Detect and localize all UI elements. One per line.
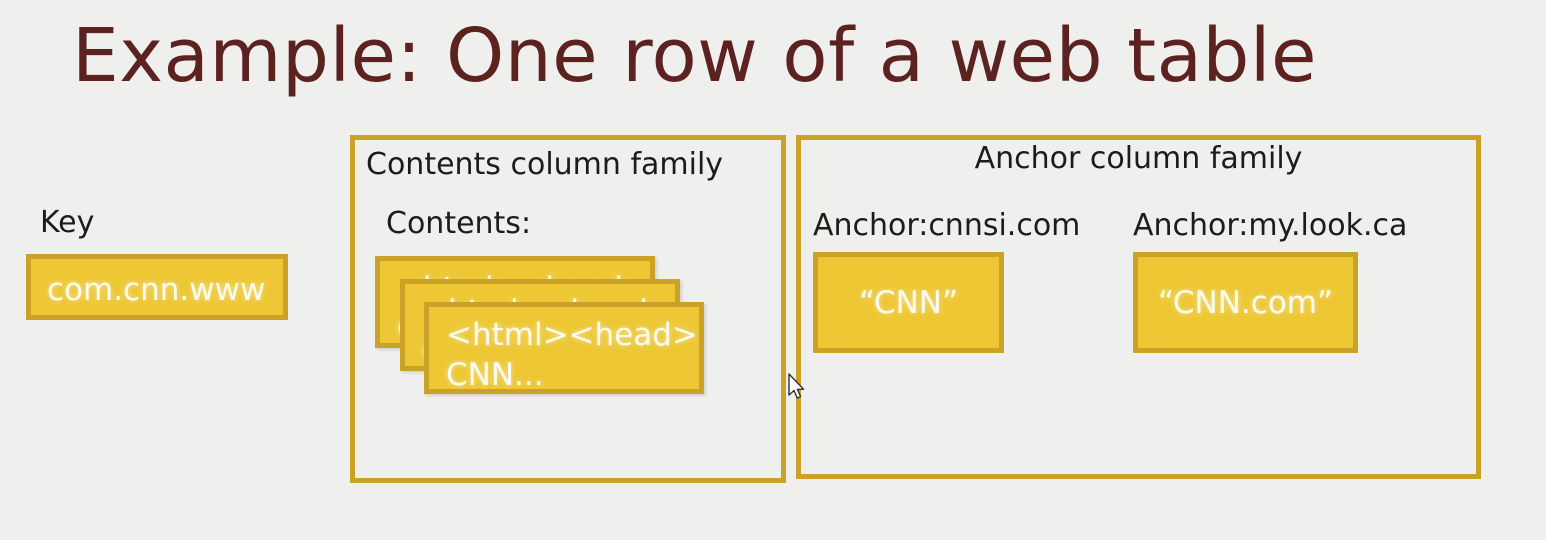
anchor-column-label-mylook: Anchor:my.look.ca	[1133, 208, 1408, 243]
contents-column-label: Contents:	[386, 206, 532, 241]
anchor-column-label-cnnsi: Anchor:cnnsi.com	[813, 208, 1081, 243]
contents-version-1-line1: <html><head>	[446, 317, 698, 353]
contents-version-1-line2: CNN...	[446, 357, 544, 393]
contents-version-cell-1: <html><head> CNN...	[424, 302, 704, 394]
contents-column-family-label: Contents column family	[366, 147, 724, 182]
key-value-cell: com.cnn.www	[26, 254, 288, 320]
anchor-value-cell-cnnsi: “CNN”	[813, 252, 1004, 353]
anchor-column-family-box	[796, 135, 1481, 479]
contents-column-family-box	[350, 135, 786, 483]
key-label: Key	[40, 205, 95, 240]
anchor-column-family-label: Anchor column family	[974, 141, 1303, 176]
page-title: Example: One row of a web table	[72, 13, 1317, 99]
anchor-value-cell-mylook: “CNN.com”	[1133, 252, 1358, 353]
